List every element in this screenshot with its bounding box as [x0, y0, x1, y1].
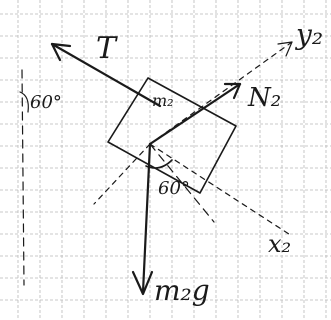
- weight-arrow-line: [141, 142, 152, 294]
- normal-force-line: [148, 82, 242, 146]
- weight-label: m₂g: [154, 274, 210, 307]
- normal-force-label: N₂: [247, 83, 281, 113]
- lower-angle-arc: [145, 159, 173, 169]
- upper-angle-label: 60°: [30, 92, 62, 113]
- tension-label: T: [96, 31, 118, 66]
- weight-arrowhead: [131, 270, 154, 296]
- block-label: m₂: [152, 91, 174, 110]
- lower-angle-label: 60°: [158, 178, 190, 199]
- normal-force-arrowhead: [223, 82, 242, 100]
- tension-arrow-line: [50, 42, 162, 108]
- x-axis-extension-line: [93, 143, 151, 205]
- x-axis-line: [149, 143, 293, 237]
- upper-angle-arc: [19, 91, 29, 113]
- y-axis-arrowhead: [277, 41, 293, 57]
- y-axis-label: y₂: [294, 18, 323, 51]
- tension-arrowhead: [50, 42, 72, 62]
- x-axis-label: x₂: [268, 230, 291, 258]
- block-m2: [107, 77, 237, 194]
- vertical-reference-line: [21, 69, 25, 286]
- perpendicular-dashed-line: [149, 143, 215, 223]
